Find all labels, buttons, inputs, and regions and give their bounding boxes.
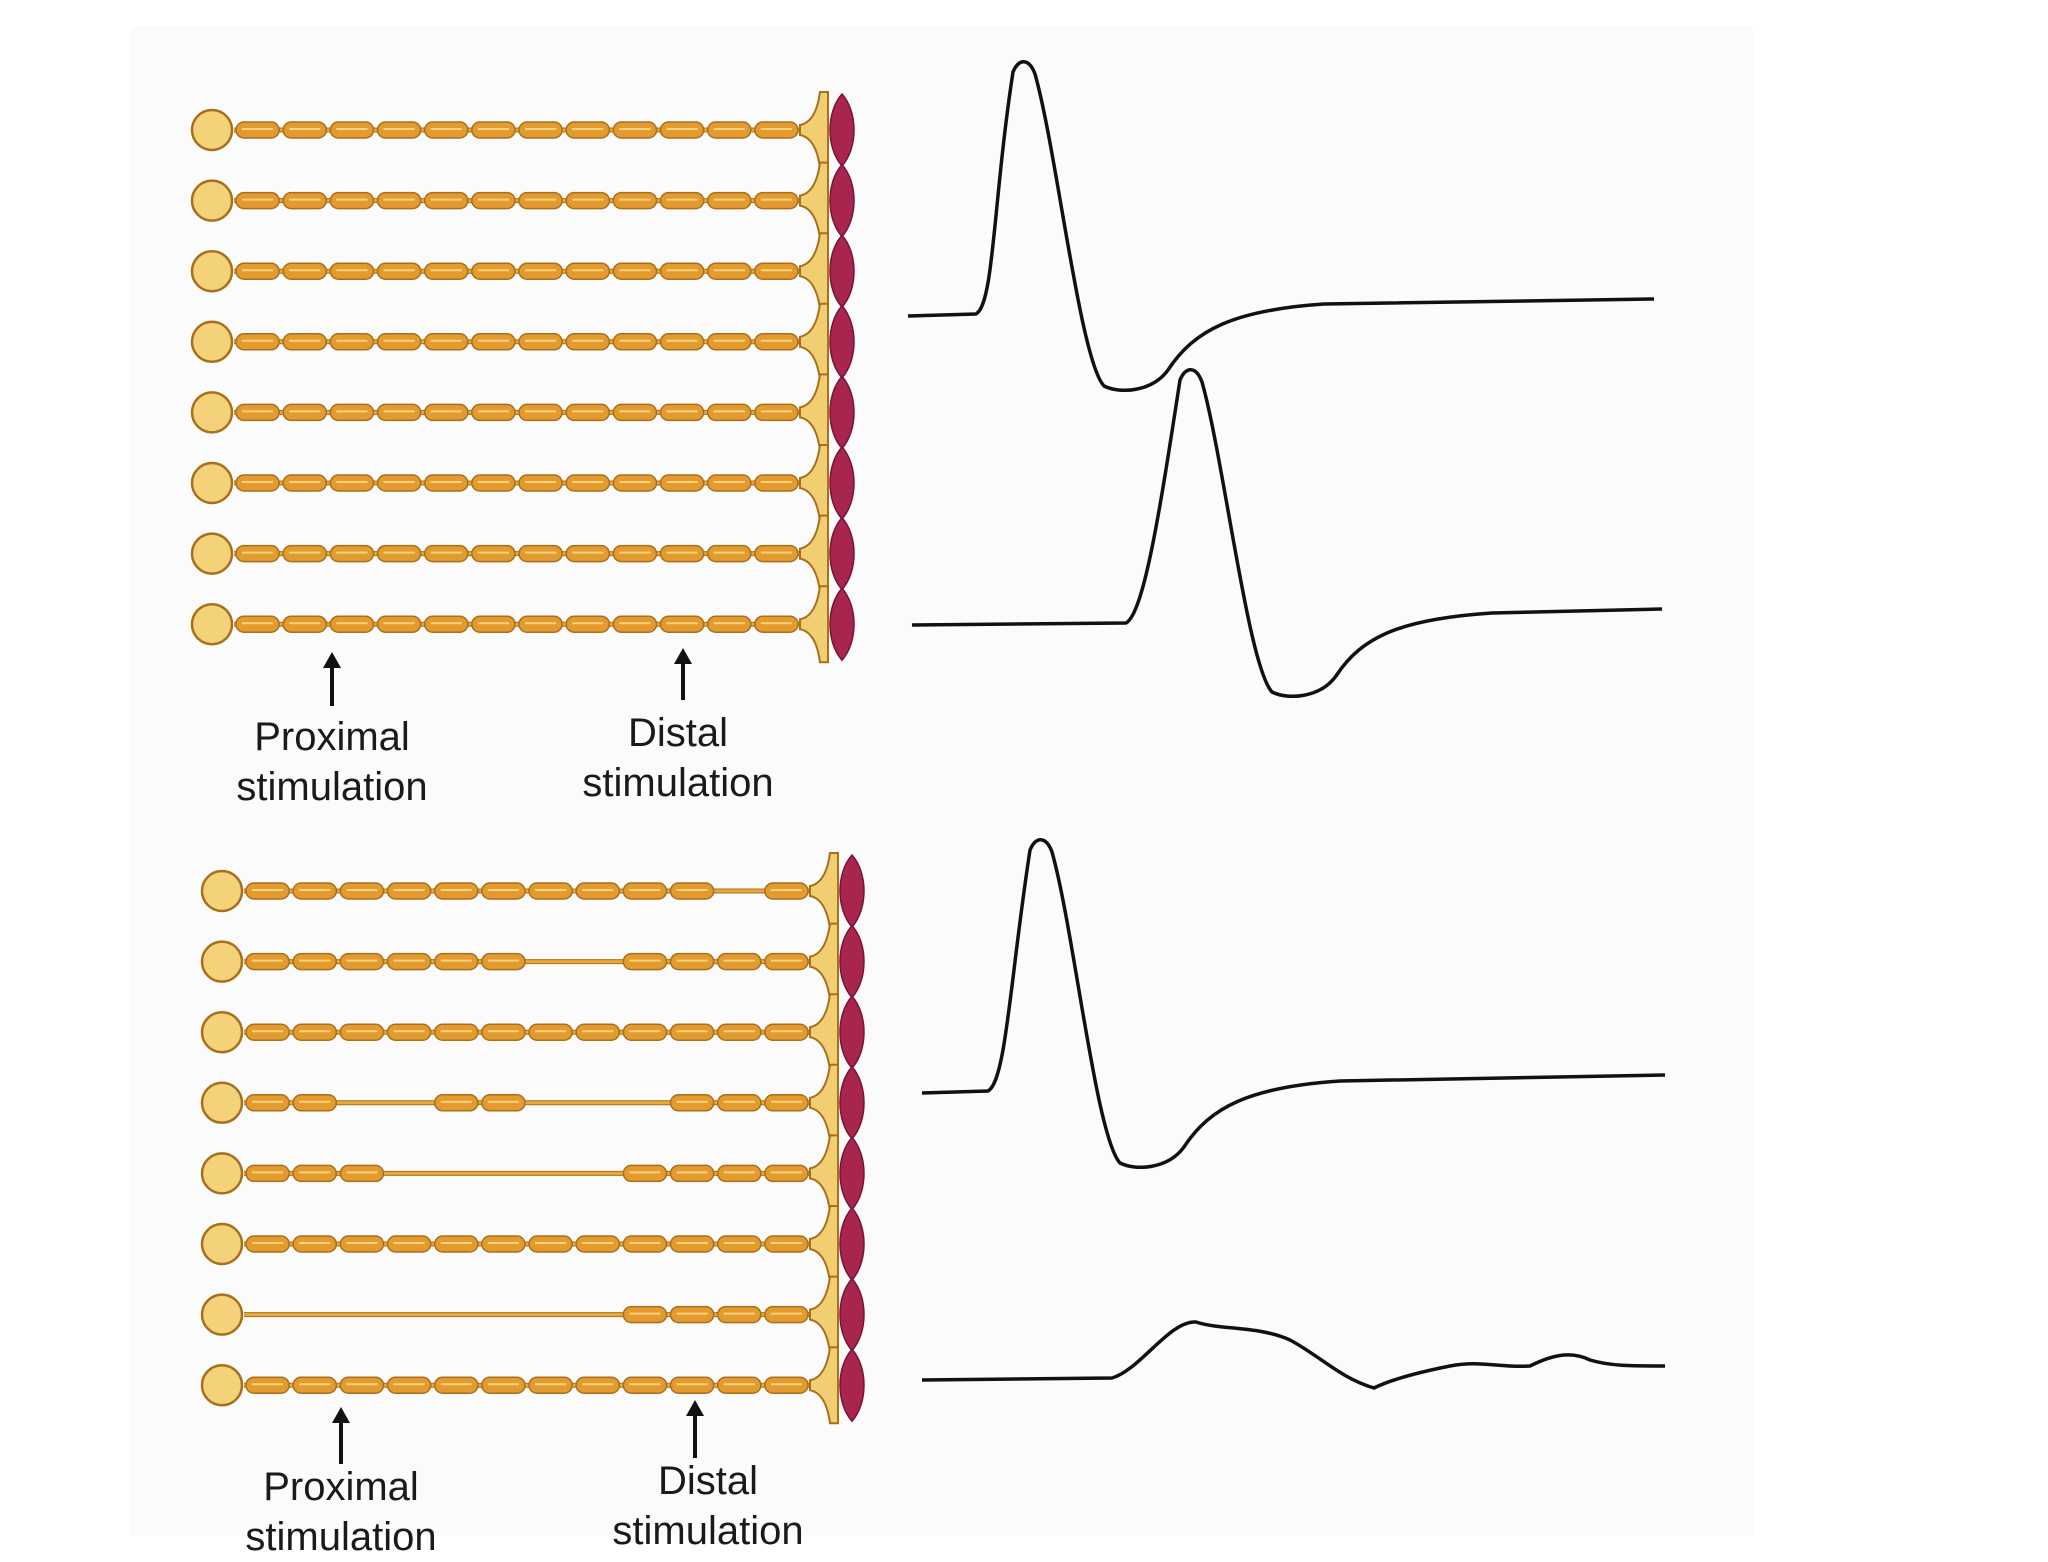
muscle-fiber: [829, 304, 855, 379]
nerve-terminal: [799, 373, 829, 452]
cell-body: [200, 1363, 244, 1407]
nerve-fiber: [190, 373, 855, 452]
nerve-terminal: [809, 1063, 839, 1142]
cell-body: [190, 320, 234, 364]
cmap-trace: [911, 368, 1663, 699]
proximal-stimulation-label-bottom: Proximal stimulation: [245, 1465, 437, 1559]
nerve-terminal: [799, 91, 829, 169]
cell-body: [190, 108, 234, 152]
cell-body: [200, 1010, 244, 1054]
arrow-proximal-top: [323, 652, 341, 668]
cell-body: [190, 391, 234, 434]
muscle-fiber: [839, 1277, 865, 1352]
cmap-trace: [907, 60, 1655, 393]
nerve-terminal: [809, 1134, 839, 1213]
nerve-fiber: [200, 993, 865, 1072]
cell-body: [200, 869, 244, 913]
nerve-terminal: [809, 1205, 839, 1283]
cell-body: [190, 602, 234, 646]
nerve-terminal: [809, 922, 839, 1001]
muscle-fiber: [839, 995, 865, 1070]
nerve-fiber: [200, 1346, 865, 1425]
nerve-terminal: [799, 585, 829, 664]
cell-body: [200, 1222, 244, 1266]
muscle-fiber: [839, 1348, 865, 1423]
muscle-fiber: [839, 853, 865, 929]
nerve-terminal: [799, 444, 829, 522]
muscle-fiber: [829, 92, 855, 168]
cell-body: [190, 179, 234, 222]
stimulation-arrows: [323, 648, 704, 1464]
nerve-terminal: [799, 232, 829, 311]
arrow-distal-bottom: [686, 1400, 704, 1416]
nerve-fiber: [190, 302, 855, 381]
nerve-terminal: [799, 514, 829, 593]
nerve-terminal: [809, 993, 839, 1072]
proximal-stimulation-label-top: Proximal stimulation: [236, 715, 428, 809]
muscle-fiber: [829, 375, 855, 450]
nerve-fiber: [200, 852, 865, 930]
nerve-fibers-normal: [190, 91, 855, 664]
nerve-terminal: [799, 302, 829, 381]
muscle-fiber: [829, 234, 855, 309]
muscle-fiber: [839, 924, 865, 999]
nerve-fiber: [200, 1205, 865, 1283]
arrow-distal-top: [674, 648, 692, 664]
cell-body: [200, 1293, 244, 1336]
cmap-traces: [907, 60, 1666, 1390]
muscle-fiber: [839, 1206, 865, 1282]
nerve-fiber: [200, 922, 865, 1001]
distal-stimulation-label-top: Distal stimulation: [582, 711, 774, 805]
cell-body: [190, 249, 234, 293]
nerve-fiber: [200, 1134, 865, 1213]
cmap-trace: [921, 838, 1666, 1170]
nerve-fiber: [190, 514, 855, 593]
nerve-fiber: [190, 161, 855, 240]
cell-body: [200, 1152, 244, 1195]
cell-body: [200, 1081, 244, 1125]
muscle-fiber: [839, 1065, 865, 1140]
nerve-fiber: [190, 232, 855, 311]
muscle-fiber: [829, 516, 855, 591]
muscle-fiber: [829, 445, 855, 521]
nerve-terminal: [809, 1275, 839, 1354]
cell-body: [190, 461, 234, 505]
cell-body: [190, 532, 234, 575]
arrow-proximal-bottom: [332, 1407, 350, 1423]
nerve-fiber: [190, 585, 855, 664]
distal-stimulation-label-bottom: Distal stimulation: [612, 1459, 804, 1553]
nerve-fiber: [200, 1275, 865, 1354]
muscle-fiber: [829, 163, 855, 238]
nerve-fiber: [190, 91, 855, 169]
cell-body: [200, 940, 244, 983]
nerve-fibers-block: [200, 852, 865, 1425]
nerve-terminal: [809, 852, 839, 930]
cmap-trace-dispersed: [921, 1320, 1666, 1390]
nerve-fiber: [200, 1063, 865, 1142]
nerve-fiber: [190, 444, 855, 522]
muscle-fiber: [839, 1136, 865, 1211]
nerve-terminal: [809, 1346, 839, 1425]
nerve-terminal: [799, 161, 829, 240]
muscle-fiber: [829, 587, 855, 662]
